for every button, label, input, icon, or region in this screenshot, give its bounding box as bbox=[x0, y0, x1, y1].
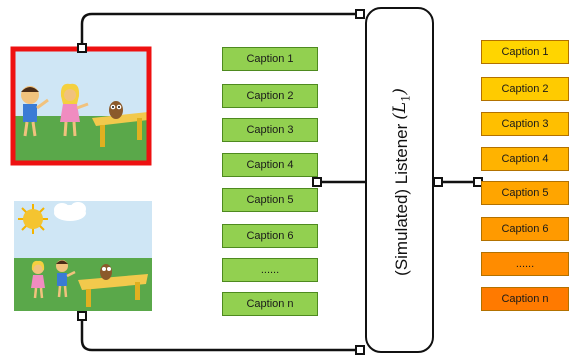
input-caption-5: Caption 5 bbox=[222, 188, 318, 212]
connector-bottom bbox=[80, 316, 360, 352]
output-caption-3: Caption 3 bbox=[481, 112, 569, 136]
output-caption-2: Caption 2 bbox=[481, 77, 569, 101]
input-caption-ellipsis: ...... bbox=[222, 258, 318, 282]
output-caption-5: Caption 5 bbox=[481, 181, 569, 205]
target-image bbox=[15, 51, 147, 161]
port-image-b bbox=[77, 311, 87, 321]
input-caption-6: Caption 6 bbox=[222, 224, 318, 248]
listener-symbol-subscript: 1 bbox=[399, 94, 413, 102]
listener-label-text: (Simulated) Listener bbox=[391, 123, 411, 276]
output-caption-4: Caption 4 bbox=[481, 147, 569, 171]
listener-label: (Simulated) Listener (L1) bbox=[367, 9, 436, 355]
distractor-image bbox=[14, 201, 152, 311]
output-caption-ellipsis: ...... bbox=[481, 252, 569, 276]
output-caption-6: Caption 6 bbox=[481, 217, 569, 241]
output-caption-1: Caption 1 bbox=[481, 40, 569, 64]
input-caption-n: Caption n bbox=[222, 292, 318, 316]
input-caption-4: Caption 4 bbox=[222, 153, 318, 177]
port-image-a bbox=[77, 43, 87, 53]
listener-box: (Simulated) Listener (L1) bbox=[365, 7, 434, 353]
connector-top bbox=[80, 12, 360, 48]
input-caption-2: Caption 2 bbox=[222, 84, 318, 108]
listener-symbol-close: ) bbox=[390, 88, 411, 95]
port-listener-right bbox=[433, 177, 443, 187]
listener-symbol-open: (L bbox=[390, 101, 411, 120]
port-captions bbox=[312, 177, 322, 187]
port-listener-bottom bbox=[355, 345, 365, 355]
port-listener-top bbox=[355, 9, 365, 19]
input-caption-3: Caption 3 bbox=[222, 118, 318, 142]
listener-symbol: (L1) bbox=[390, 88, 412, 120]
input-caption-1: Caption 1 bbox=[222, 47, 318, 71]
output-caption-n: Caption n bbox=[481, 287, 569, 311]
